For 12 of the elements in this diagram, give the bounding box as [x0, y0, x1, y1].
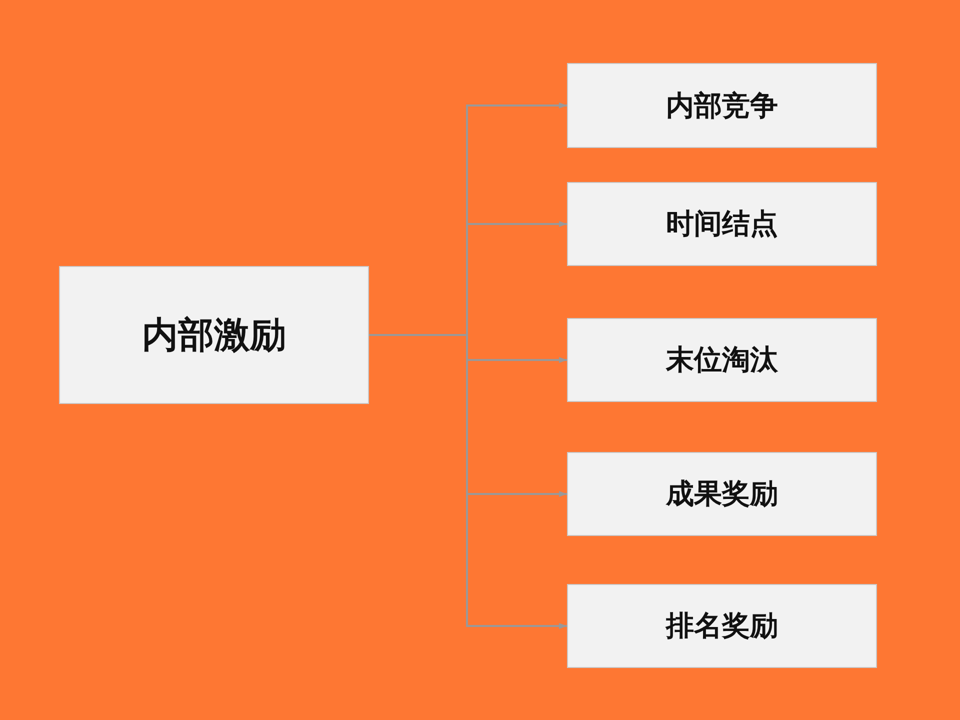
- branch-box: [567, 584, 877, 668]
- node-label: 内部激励: [142, 312, 286, 358]
- branch-box: [567, 63, 877, 148]
- node-label: 内部竞争: [666, 88, 778, 124]
- branch-box: [567, 318, 877, 402]
- branch-box: [567, 182, 877, 266]
- node-label: 时间结点: [666, 206, 778, 242]
- node-label: 成果奖励: [666, 476, 778, 512]
- node-label: 末位淘汰: [666, 342, 778, 378]
- branch-box: [567, 452, 877, 536]
- root-box: [59, 266, 369, 404]
- node-label: 排名奖励: [666, 608, 778, 644]
